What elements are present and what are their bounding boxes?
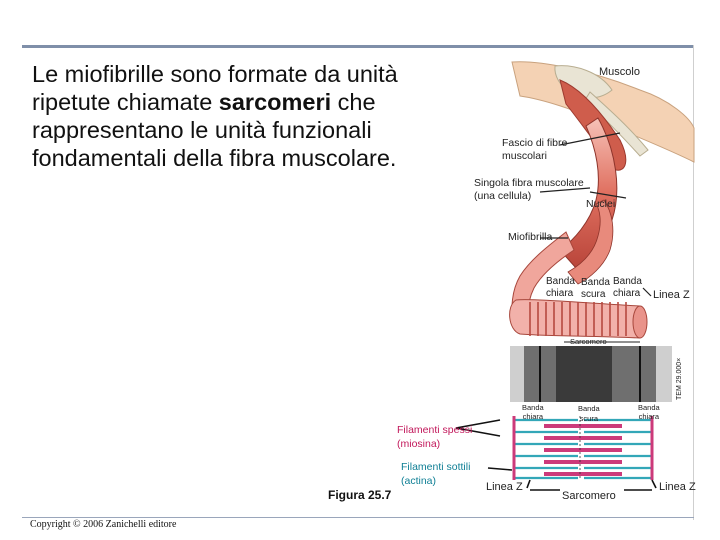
pointer-lines	[539, 132, 652, 297]
label-sarcomero-bottom: Sarcomero	[562, 490, 616, 502]
label-filamenti-sottili: Filamenti sottili(actina)	[401, 461, 471, 487]
figure-caption: Figura 25.7	[328, 488, 392, 502]
label-miofibrilla: Miofibrilla	[508, 231, 553, 243]
title-rule	[22, 45, 694, 48]
label-linea-z-left: Linea Z	[486, 481, 523, 493]
label-linea-z-top: Linea Z	[653, 289, 690, 301]
label-tem: TEM 29.000×	[676, 357, 683, 400]
fibre-bundle	[559, 117, 618, 285]
label-linea-z-right: Linea Z	[659, 481, 696, 493]
label-filamenti-spessi: Filamenti spessi(miosina)	[397, 424, 473, 450]
tem-micrograph	[510, 341, 672, 402]
right-rule	[693, 45, 694, 520]
label-muscolo: Muscolo	[599, 66, 640, 78]
filament-schematic	[512, 416, 654, 480]
label-sarcomero-small: Sarcomero	[570, 337, 607, 346]
filament-pointers	[455, 419, 657, 491]
footer-rule	[22, 517, 694, 518]
slide-heading: Le miofibrille sono formate da unità rip…	[32, 61, 398, 171]
myofibril	[509, 299, 648, 339]
label-nuclei: Nuclei	[586, 198, 616, 210]
copyright-notice: Copyright © 2006 Zanichelli editore	[30, 519, 177, 530]
label-singola-fibra: Singola fibra muscolare(una cellula)	[474, 177, 584, 202]
